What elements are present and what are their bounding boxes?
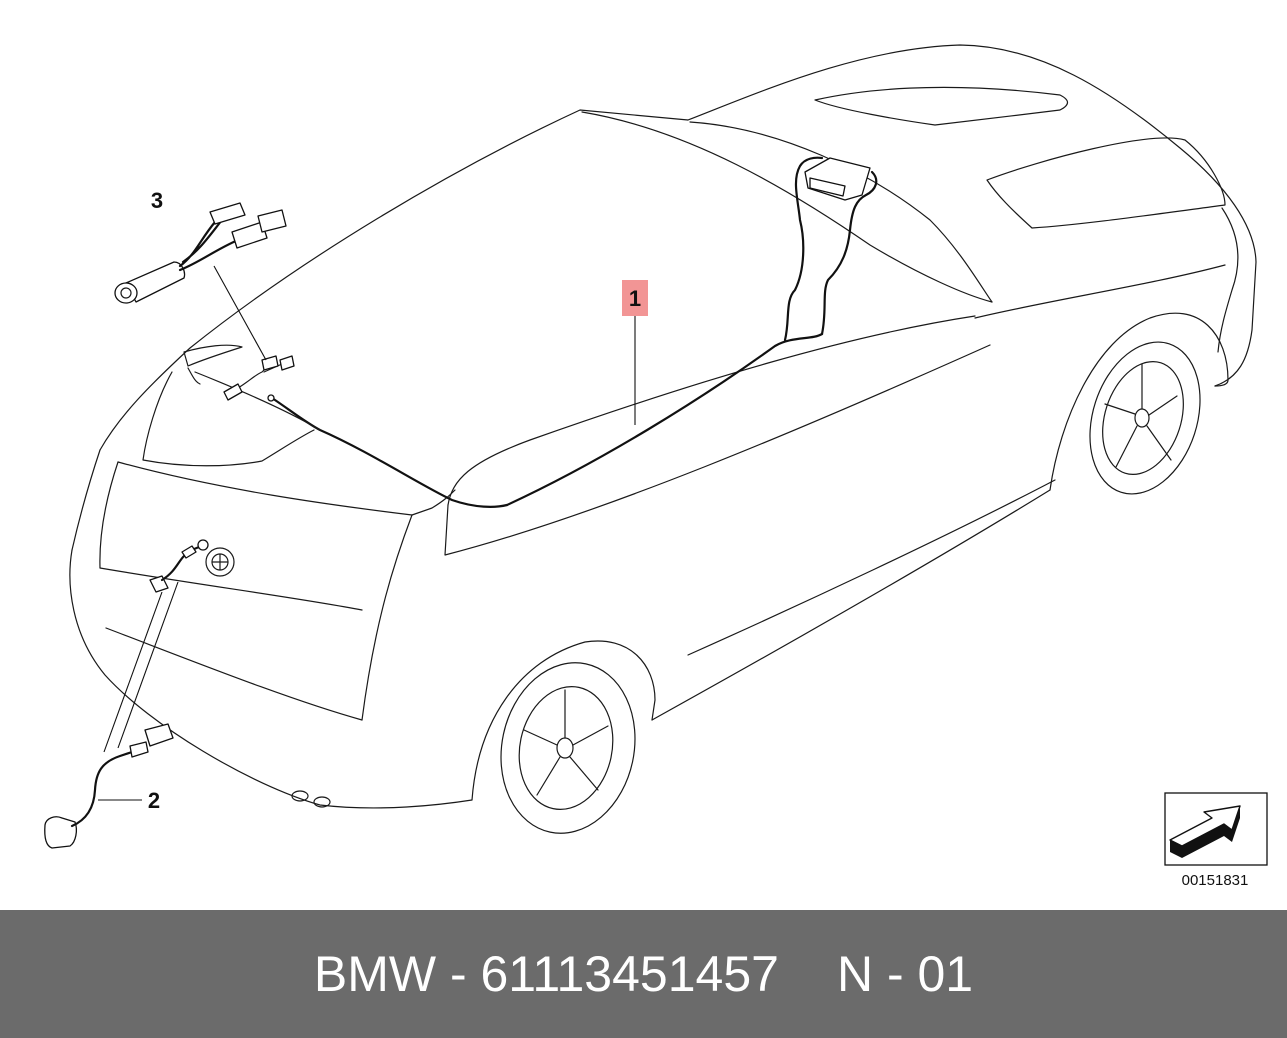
rear-spoiler: [183, 344, 243, 367]
rear-rim: [518, 686, 614, 810]
rear-rim-spokes: [523, 689, 609, 796]
item-2-leader-a: [103, 591, 163, 753]
switch-pad: [44, 816, 77, 849]
tailgate-right-edge: [361, 514, 413, 721]
hood-line: [1217, 207, 1239, 353]
front-tyre: [1089, 341, 1201, 495]
arrow-icon-side: [1170, 824, 1232, 858]
shoulder-line: [444, 344, 991, 556]
harness-roof-run: [505, 332, 824, 507]
hatch-connector-c: [279, 355, 295, 371]
item-3-connector-small: [209, 202, 246, 225]
exhaust-pipe-right: [313, 796, 331, 808]
roof-front-outline: [687, 44, 1257, 387]
plate-recess-top: [99, 567, 363, 611]
front-rim: [1102, 361, 1184, 475]
c-pillar-side: [411, 489, 456, 516]
tailgate-grommet: [197, 539, 209, 551]
harness-item-2: [44, 539, 209, 849]
hatch-wire: [194, 371, 321, 431]
exhaust-pipe-left: [291, 790, 309, 802]
callout-3: 3: [151, 188, 163, 213]
door-crease: [687, 479, 1056, 656]
item-3-connector-large: [231, 221, 268, 249]
tailgate-left-edge: [99, 461, 119, 569]
callout-1-highlight: [622, 280, 648, 316]
control-module-socket: [809, 177, 846, 197]
item-3-wires: [178, 218, 240, 272]
item-3-barrel-end: [114, 282, 138, 304]
parts-diagram: 1 2 3 00151831: [0, 0, 1287, 910]
tailgate-lead-plug: [181, 545, 197, 559]
diagram-background: [0, 0, 1287, 910]
rear-tyre: [500, 662, 636, 834]
rear-wheel: [500, 662, 636, 834]
car-body: [69, 44, 1257, 809]
callout-2: 2: [148, 788, 160, 813]
harness-item-3: [114, 202, 287, 361]
image-number: 00151831: [1182, 872, 1249, 889]
diagram-canvas: 1 2 3 00151831: [0, 0, 1287, 910]
harness-loop-b: [783, 156, 824, 342]
hatch-connector-a: [223, 383, 243, 401]
front-windshield-outline: [986, 137, 1226, 229]
front-wheel: [1089, 341, 1201, 495]
item-3-barrel-bore: [120, 287, 132, 299]
bmw-roundel: [205, 547, 235, 577]
footer-bar: BMW - 61113451457 N - 01: [0, 910, 1287, 1038]
item-3-leader: [213, 265, 267, 361]
arrow-icon-tip-side: [1232, 806, 1240, 842]
harness-end-plug: [267, 394, 275, 402]
harness-rear-run: [270, 396, 509, 508]
roundel-cross: [211, 553, 229, 571]
item-3-connector-cap: [257, 209, 287, 233]
hatch-connector-wires: [187, 363, 283, 389]
callout-1: 1: [629, 286, 641, 311]
harness-item-1: [187, 156, 878, 508]
footer-variant: N - 01: [836, 946, 974, 1002]
switch-pad-plug: [129, 741, 149, 758]
tailgate-top-edge: [117, 461, 413, 516]
rear-bumper: [69, 549, 473, 809]
rear-corner-edge: [71, 449, 101, 551]
side-window-bottom: [447, 315, 976, 506]
switch-pad-housing: [144, 723, 174, 747]
rear-wheel-arch: [471, 640, 656, 801]
rear-window-outline: [142, 371, 315, 467]
item-2-leader-b: [117, 581, 179, 749]
roof-rear-outline: [99, 109, 689, 451]
roundel-ring: [205, 547, 235, 577]
front-wheel-arch: [1049, 312, 1229, 491]
windshield-edge: [689, 121, 993, 303]
front-rim-spokes: [1104, 363, 1178, 468]
footer-part-number: BMW - 61113451457: [313, 946, 779, 1002]
tailgate-bottom-edge: [105, 627, 363, 721]
switch-pad-wire: [70, 750, 134, 828]
side-skirt: [651, 489, 1051, 721]
roof-panel-edge: [581, 111, 993, 303]
front-fender-line: [974, 264, 1226, 319]
sunroof-outline: [814, 86, 1069, 126]
arrow-navigation-icon: [1164, 792, 1268, 866]
harness-loop-a: [820, 170, 878, 336]
